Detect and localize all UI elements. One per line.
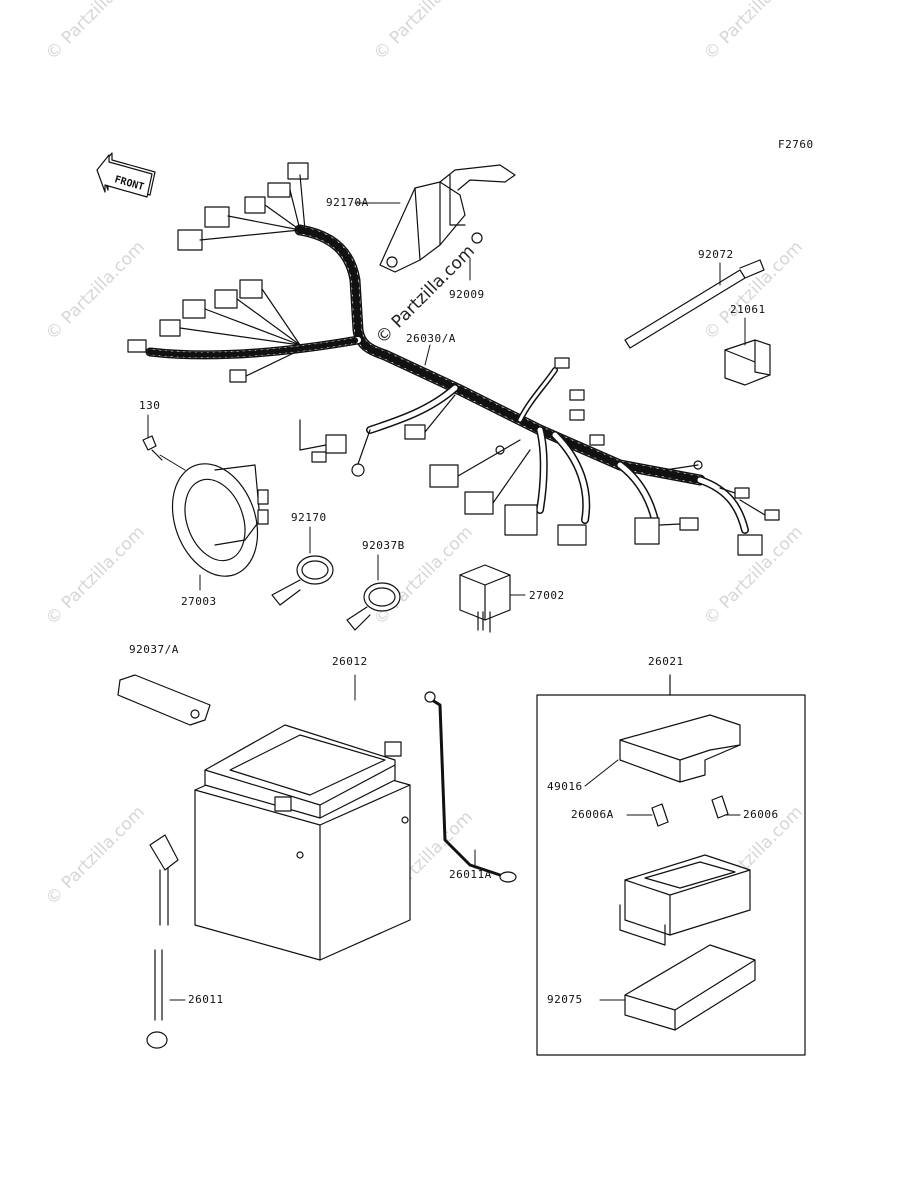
label-26021[interactable]: 26021 [648, 655, 684, 668]
relay-27002 [459, 564, 511, 633]
label-26006A[interactable]: 26006A [571, 808, 614, 821]
fuse-box-frame [536, 694, 806, 1056]
label-92075[interactable]: 92075 [547, 993, 583, 1006]
cable-26011A [424, 691, 517, 883]
label-92170[interactable]: 92170 [291, 511, 327, 524]
label-21061[interactable]: 21061 [730, 303, 766, 316]
label-26030A[interactable]: 26030/A [406, 332, 456, 345]
label-92170A[interactable]: 92170A [326, 196, 369, 209]
battery-26012 [194, 724, 411, 961]
label-26011[interactable]: 26011 [188, 993, 224, 1006]
fuse-26006 [711, 795, 729, 819]
bracket-92170A [379, 164, 516, 273]
fuse-26006A [651, 803, 669, 827]
cover-92075 [624, 944, 756, 1031]
label-92037A[interactable]: 92037/A [129, 643, 179, 656]
label-92009[interactable]: 92009 [449, 288, 485, 301]
cable-26011 [146, 834, 179, 1049]
leader-lines [147, 202, 746, 1001]
cap-21061 [724, 339, 771, 386]
figure-code: F2760 [778, 138, 814, 151]
strap-92037A [117, 674, 211, 726]
label-26012[interactable]: 26012 [332, 655, 368, 668]
wiring-harness [127, 162, 780, 556]
label-26006[interactable]: 26006 [743, 808, 779, 821]
front-arrow-icon: FRONT [96, 152, 156, 198]
horn-27003 [142, 435, 269, 577]
label-92037B[interactable]: 92037B [362, 539, 405, 552]
clamp-92037B [346, 582, 401, 631]
cover-49016 [619, 714, 741, 783]
label-49016[interactable]: 49016 [547, 780, 583, 793]
fuse-block [619, 854, 751, 946]
label-92072[interactable]: 92072 [698, 248, 734, 261]
label-27003[interactable]: 27003 [181, 595, 217, 608]
label-26011A[interactable]: 26011A [449, 868, 492, 881]
label-130[interactable]: 130 [139, 399, 161, 412]
label-27002[interactable]: 27002 [529, 589, 565, 602]
cable-tie-92072 [624, 259, 765, 349]
clamp-92170 [271, 555, 334, 606]
